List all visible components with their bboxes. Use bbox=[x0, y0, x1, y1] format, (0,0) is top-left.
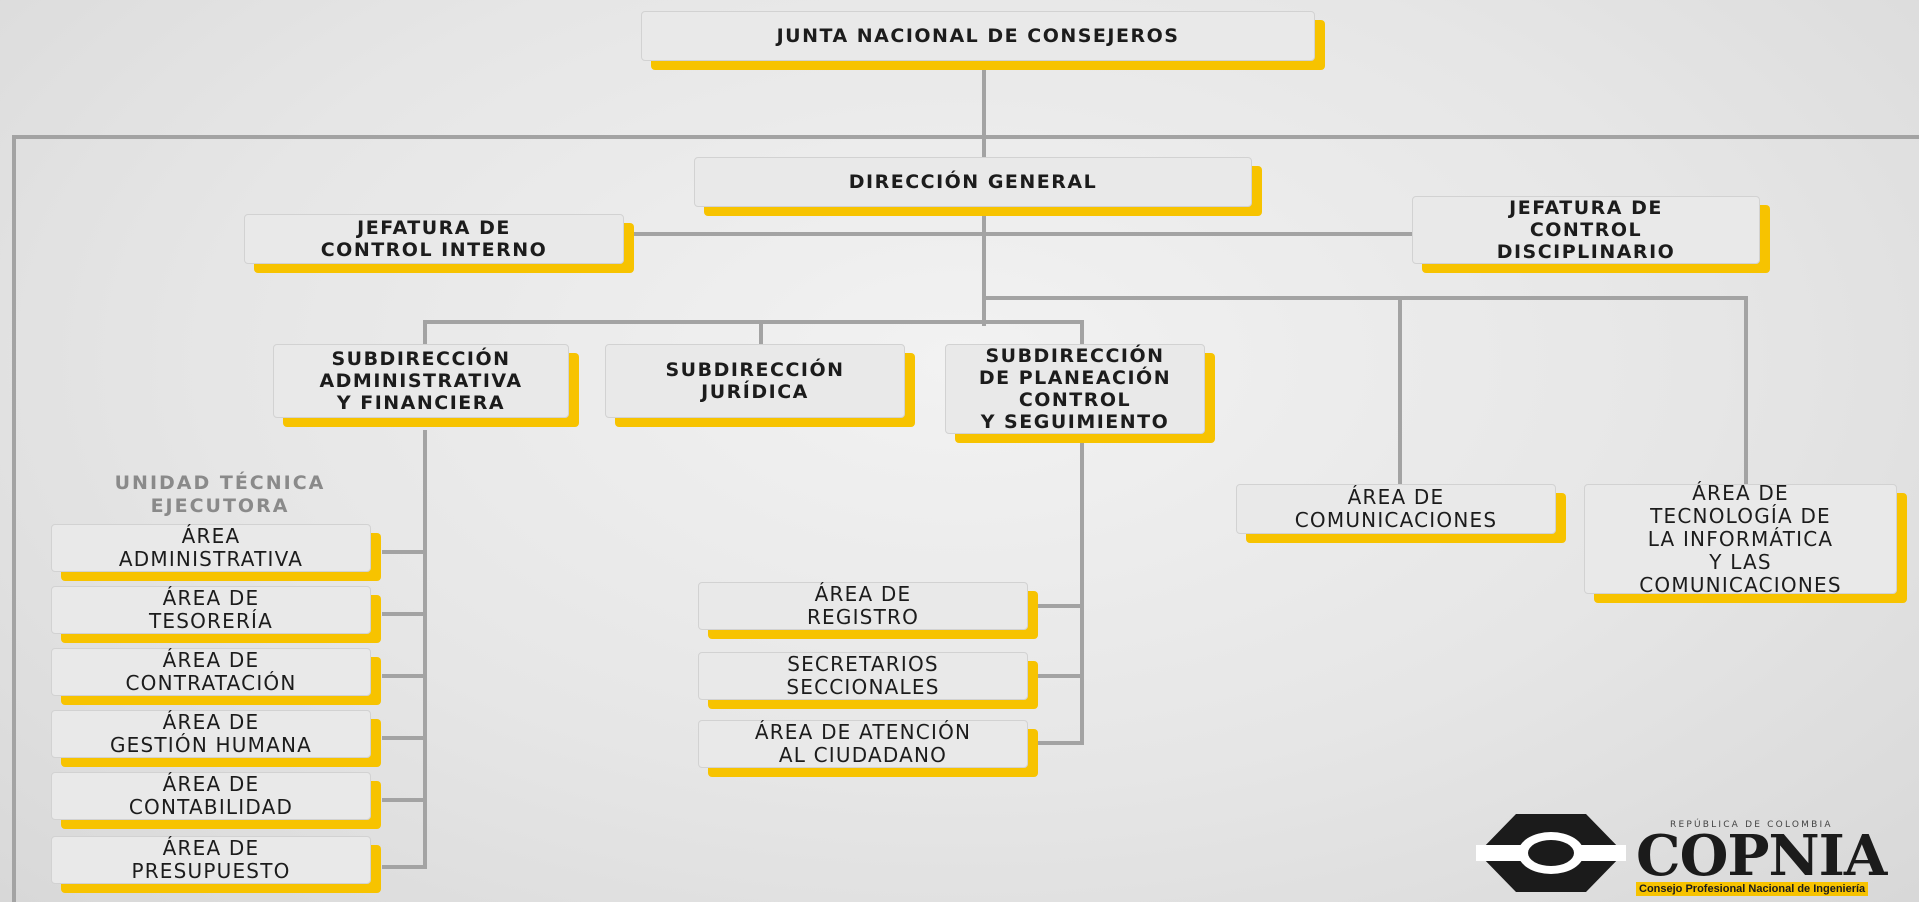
node-area-administrativa: ÁREA ADMINISTRATIVA bbox=[51, 524, 371, 572]
node-sub-juridica: SUBDIRECCIÓN JURÍDICA bbox=[605, 344, 905, 418]
node-area-tic: ÁREA DE TECNOLOGÍA DE LA INFORMÁTICA Y L… bbox=[1584, 480, 1897, 597]
node-sub-juridica-label: SUBDIRECCIÓN JURÍDICA bbox=[665, 359, 845, 403]
node-tic-label: ÁREA DE TECNOLOGÍA DE LA INFORMÁTICA Y L… bbox=[1639, 480, 1842, 597]
node-contabilidad-label: ÁREA DE CONTABILIDAD bbox=[128, 772, 294, 819]
copnia-emblem-icon bbox=[1476, 814, 1626, 892]
node-gestion-humana-label: ÁREA DE GESTIÓN HUMANA bbox=[109, 710, 313, 757]
node-area-registro: ÁREA DE REGISTRO bbox=[698, 582, 1028, 630]
node-direccion-label: DIRECCIÓN GENERAL bbox=[848, 171, 1098, 193]
node-area-tesoreria: ÁREA DE TESORERÍA bbox=[51, 586, 371, 634]
node-contratacion-label: ÁREA DE CONTRATACIÓN bbox=[125, 648, 297, 695]
node-comunicaciones-label: ÁREA DE COMUNICACIONES bbox=[1294, 485, 1498, 532]
node-atencion-label: ÁREA DE ATENCIÓN AL CIUDADANO bbox=[754, 720, 972, 767]
node-control-interno-label: JEFATURA DE CONTROL INTERNO bbox=[320, 217, 548, 261]
node-junta-label: JUNTA NACIONAL DE CONSEJEROS bbox=[776, 25, 1180, 47]
node-sub-planeacion-label: SUBDIRECCIÓN DE PLANEACIÓN CONTROL Y SEG… bbox=[978, 345, 1172, 433]
node-administrativa-label: ÁREA ADMINISTRATIVA bbox=[118, 524, 304, 571]
unidad-tecnica-ejecutora-heading: UNIDAD TÉCNICA EJECUTORA bbox=[114, 472, 326, 517]
node-sub-admin-label: SUBDIRECCIÓN ADMINISTRATIVA Y FINANCIERA bbox=[319, 348, 523, 414]
node-area-presupuesto: ÁREA DE PRESUPUESTO bbox=[51, 836, 371, 884]
node-control-interno: JEFATURA DE CONTROL INTERNO bbox=[244, 214, 624, 264]
node-area-gestion-humana: ÁREA DE GESTIÓN HUMANA bbox=[51, 710, 371, 758]
node-secretarios-seccionales: SECRETARIOS SECCIONALES bbox=[698, 652, 1028, 700]
node-direccion-general: DIRECCIÓN GENERAL bbox=[694, 157, 1252, 207]
node-control-disciplinario: JEFATURA DE CONTROL DISCIPLINARIO bbox=[1412, 196, 1760, 264]
node-area-atencion-ciudadano: ÁREA DE ATENCIÓN AL CIUDADANO bbox=[698, 720, 1028, 768]
logo-republica-text: REPÚBLICA DE COLOMBIA bbox=[1670, 820, 1833, 830]
node-area-comunicaciones: ÁREA DE COMUNICACIONES bbox=[1236, 484, 1556, 534]
connector-outer-frame bbox=[12, 135, 1919, 902]
copnia-logo: REPÚBLICA DE COLOMBIA COPNIA Consejo Pro… bbox=[1476, 812, 1912, 896]
node-junta-nacional: JUNTA NACIONAL DE CONSEJEROS bbox=[641, 11, 1315, 61]
node-area-contratacion: ÁREA DE CONTRATACIÓN bbox=[51, 648, 371, 696]
node-sub-planeacion: SUBDIRECCIÓN DE PLANEACIÓN CONTROL Y SEG… bbox=[945, 344, 1205, 434]
node-sub-administrativa: SUBDIRECCIÓN ADMINISTRATIVA Y FINANCIERA bbox=[273, 344, 569, 418]
node-control-disciplinario-label: JEFATURA DE CONTROL DISCIPLINARIO bbox=[1496, 197, 1676, 263]
node-secretarios-label: SECRETARIOS SECCIONALES bbox=[786, 652, 940, 699]
node-presupuesto-label: ÁREA DE PRESUPUESTO bbox=[131, 836, 291, 883]
logo-wordmark: COPNIA bbox=[1636, 823, 1887, 889]
logo-subtitle: Consejo Profesional Nacional de Ingenier… bbox=[1636, 882, 1869, 896]
node-tesoreria-label: ÁREA DE TESORERÍA bbox=[148, 586, 274, 633]
node-area-contabilidad: ÁREA DE CONTABILIDAD bbox=[51, 772, 371, 820]
node-registro-label: ÁREA DE REGISTRO bbox=[806, 582, 920, 629]
